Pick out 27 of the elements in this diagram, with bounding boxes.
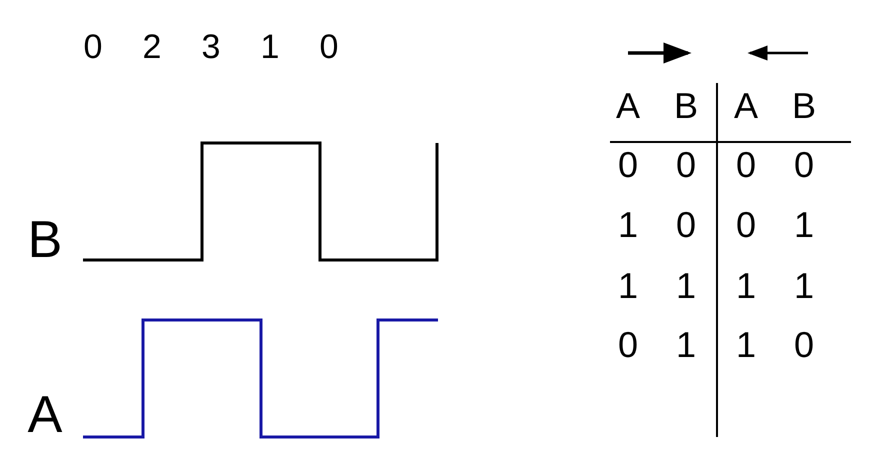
state-number: 0 (320, 30, 338, 64)
state-number: 1 (260, 30, 280, 64)
truth-value: 0 (618, 147, 638, 183)
truth-value: 1 (676, 268, 696, 304)
truth-value: 0 (618, 327, 638, 363)
state-number: 3 (202, 30, 220, 64)
column-header: A (734, 88, 758, 124)
column-header: A (616, 88, 640, 124)
truth-value: 1 (736, 327, 756, 363)
signal-name: B (28, 214, 62, 266)
truth-value: 0 (736, 207, 756, 243)
column-header: B (792, 88, 816, 124)
column-header: B (674, 88, 698, 124)
state-number: 0 (84, 30, 102, 64)
truth-value: 0 (676, 147, 696, 183)
truth-value: 0 (794, 327, 814, 363)
truth-value: 1 (736, 268, 756, 304)
state-number: 2 (142, 30, 162, 64)
truth-value: 1 (618, 207, 638, 243)
truth-value: 1 (794, 268, 814, 304)
truth-value: 0 (676, 207, 696, 243)
truth-value: 1 (676, 327, 696, 363)
truth-value: 1 (794, 207, 814, 243)
truth-value: 1 (618, 268, 638, 304)
truth-value: 0 (736, 147, 756, 183)
truth-value: 0 (794, 147, 814, 183)
signal-name: A (28, 389, 62, 441)
